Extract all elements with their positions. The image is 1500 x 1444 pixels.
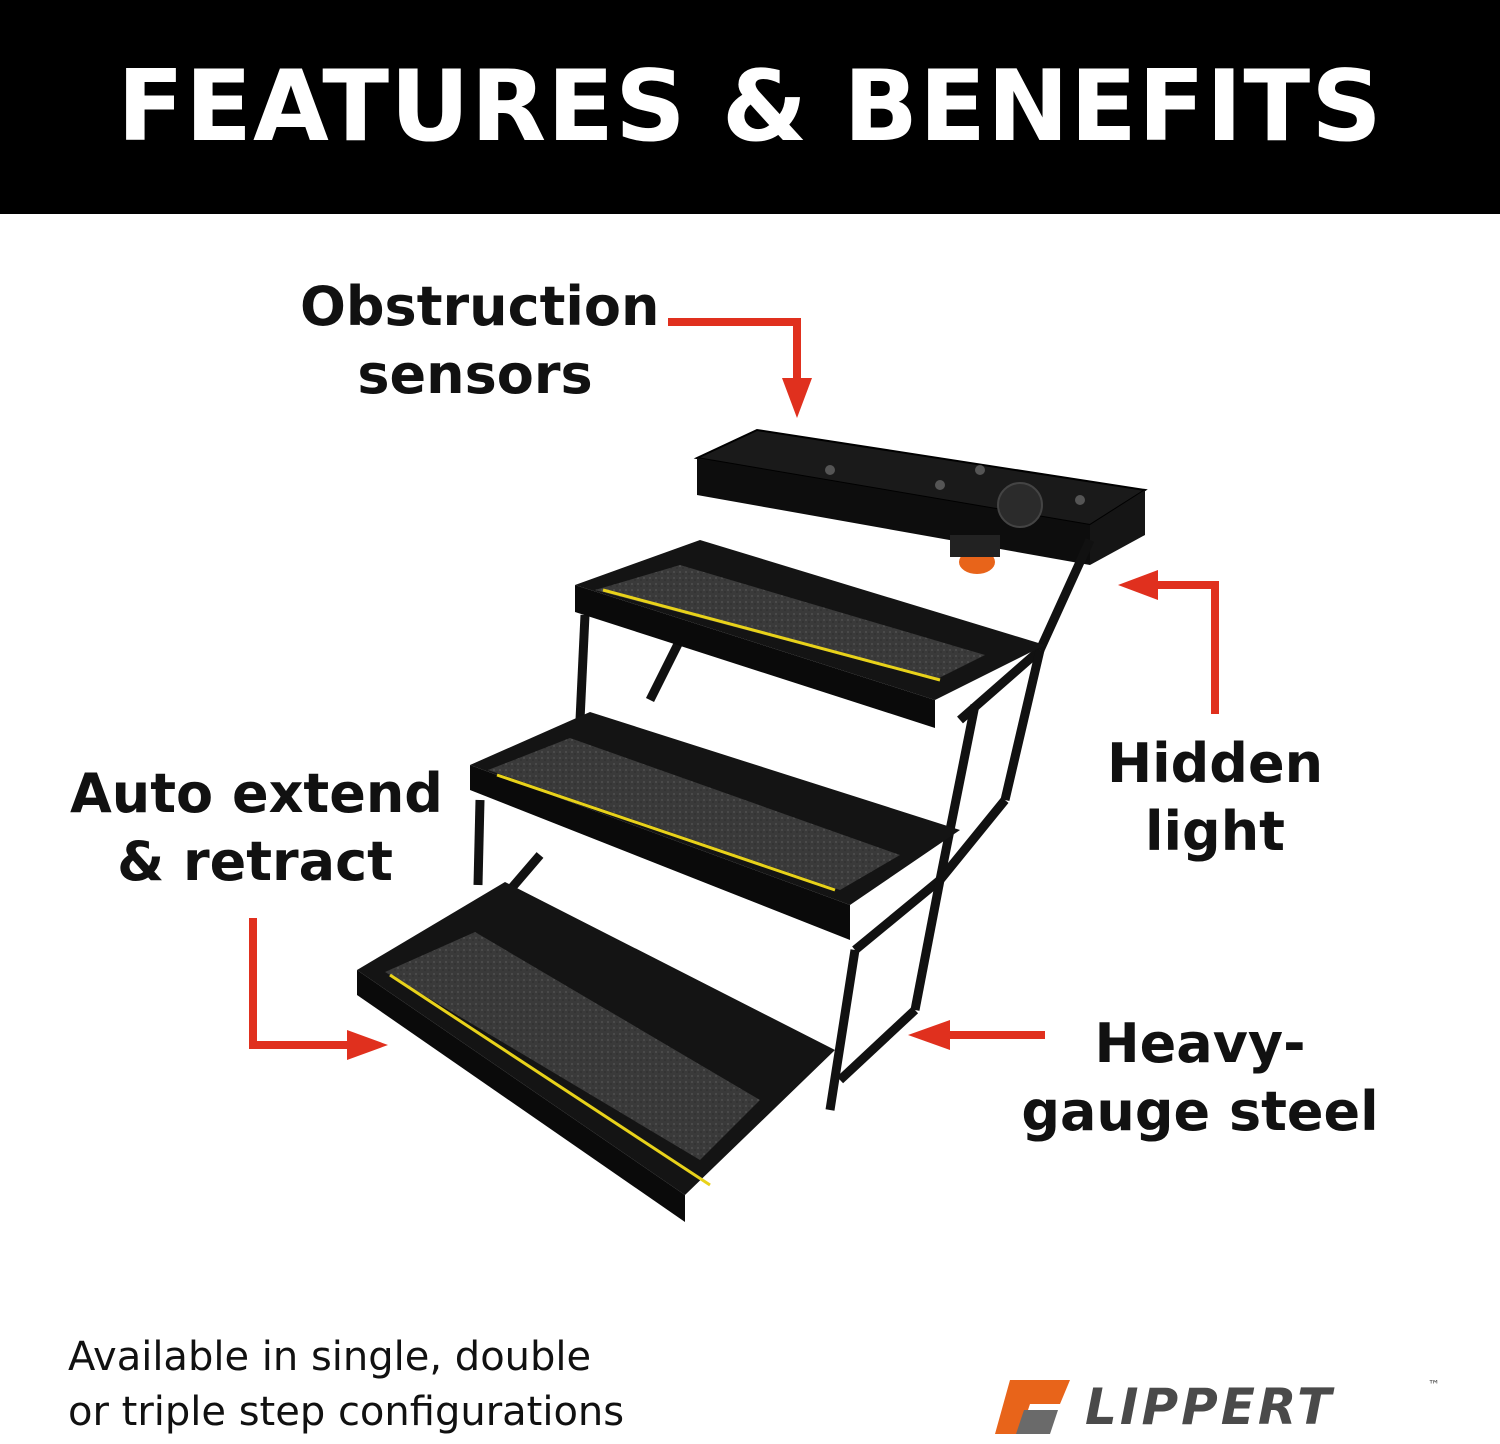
brand-trademark: ™ [1428, 1378, 1440, 1392]
brand-logo: LIPPERT ™ [990, 1372, 1440, 1442]
arrow-left-icon [1118, 570, 1219, 714]
callout-line: Heavy- [1094, 1012, 1306, 1075]
callout-line: light [1145, 800, 1285, 863]
lippert-logo-icon [995, 1380, 1070, 1434]
arrow-right-icon [249, 918, 388, 1060]
callout-auto-extend: Auto extend & retract [70, 760, 443, 896]
step-bottom [357, 882, 835, 1222]
callout-line: Auto extend [70, 762, 443, 825]
callout-obstruction-sensors: Obstruction sensors [300, 273, 660, 409]
frame-rails [473, 538, 1095, 1111]
brand-name: LIPPERT [1085, 1378, 1335, 1436]
header-banner: FEATURES & BENEFITS [0, 0, 1500, 214]
arrow-left-icon [908, 1020, 1045, 1050]
page-title: FEATURES & BENEFITS [117, 50, 1383, 164]
callout-hidden-light: Hidden light [1100, 730, 1330, 866]
callout-line: gauge steel [1021, 1080, 1379, 1143]
step-top [575, 540, 1045, 728]
callout-line: & retract [117, 830, 393, 893]
callout-heavy-gauge-steel: Heavy- gauge steel [1010, 1010, 1390, 1146]
hidden-light-icon [950, 535, 1000, 574]
mounting-frame [693, 428, 1148, 565]
step-middle [470, 712, 960, 940]
callout-line: sensors [357, 343, 593, 406]
arrow-down-icon [668, 318, 812, 418]
availability-line: Available in single, double [68, 1334, 592, 1380]
availability-line: or triple step configurations [68, 1389, 625, 1435]
availability-note: Available in single, double or triple st… [68, 1330, 624, 1440]
callout-line: Obstruction [300, 275, 660, 338]
callout-line: Hidden [1106, 732, 1324, 795]
